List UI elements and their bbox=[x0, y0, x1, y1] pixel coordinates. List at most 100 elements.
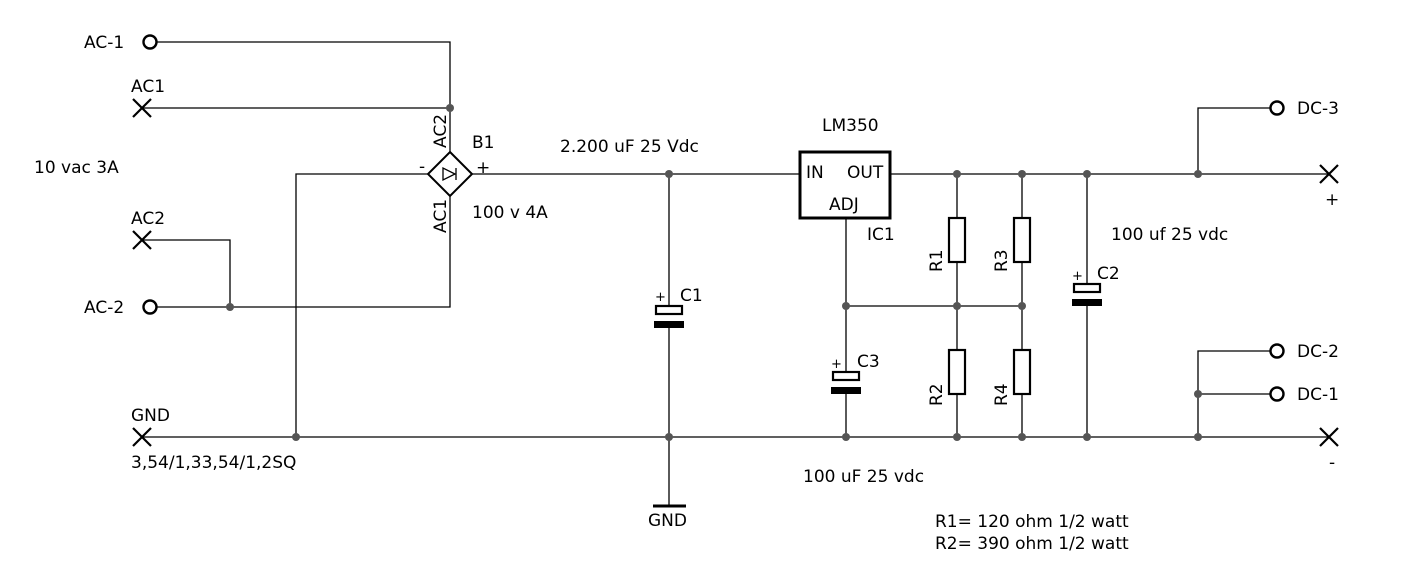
regulator-pin-in: IN bbox=[806, 163, 824, 183]
regulator-ref: IC1 bbox=[867, 225, 895, 245]
capacitor-c1-value: 2.200 uF 25 Vdc bbox=[560, 137, 699, 157]
terminals: AC-1 AC1 AC2 AC-2 GND DC-3 DC-2 DC-1 + - bbox=[84, 33, 1339, 473]
junction bbox=[292, 433, 300, 441]
resistor-r3-body bbox=[1012, 216, 1032, 264]
bridge-pin-ac2: AC2 bbox=[431, 114, 451, 148]
terminal-label-gnd: GND bbox=[131, 406, 170, 426]
terminal-label-ac2: AC2 bbox=[131, 209, 165, 229]
junction bbox=[1083, 170, 1091, 178]
terminal-pin-dc-1[interactable] bbox=[1269, 386, 1285, 402]
capacitor-c2-plate-negative bbox=[1072, 299, 1102, 306]
resistor-r2: R2 bbox=[927, 348, 967, 406]
wire-bridge-minus bbox=[295, 173, 428, 437]
junction bbox=[1194, 433, 1202, 441]
regulator-ic1: LM350 IN OUT ADJ IC1 bbox=[798, 116, 895, 245]
resistor-r2-ref: R2 bbox=[927, 383, 947, 406]
resistor-r3: R3 bbox=[992, 216, 1032, 272]
junction bbox=[1194, 170, 1202, 178]
capacitor-c2-polarity: + bbox=[1072, 269, 1083, 284]
wire-ac-2 bbox=[157, 195, 451, 308]
wire-dc-2 bbox=[1197, 350, 1271, 437]
terminal-label-dc-1: DC-1 bbox=[1297, 385, 1339, 405]
junction bbox=[1018, 170, 1026, 178]
bridge-rating: 100 v 4A bbox=[472, 203, 548, 223]
junction bbox=[1018, 302, 1026, 310]
terminal-label-plus: + bbox=[1325, 190, 1339, 210]
capacitor-c3: + C3 100 uF 25 vdc bbox=[803, 352, 924, 487]
capacitor-c3-polarity: + bbox=[831, 357, 842, 372]
resistor-r1: R1 bbox=[927, 216, 967, 272]
regulator-pin-adj: ADJ bbox=[829, 195, 859, 215]
terminal-pin-ac-2[interactable] bbox=[142, 299, 158, 315]
resistor-r4-ref: R4 bbox=[992, 383, 1012, 406]
terminal-label-ac1: AC1 bbox=[131, 77, 165, 97]
terminal-label-minus: - bbox=[1329, 453, 1335, 473]
junction bbox=[953, 170, 961, 178]
bridge-minus: - bbox=[419, 157, 425, 177]
capacitor-c1-plate-positive bbox=[654, 304, 684, 316]
wires bbox=[142, 41, 1329, 506]
junction bbox=[226, 303, 234, 311]
wire-ac-1 bbox=[157, 41, 451, 108]
ground-symbol: GND bbox=[648, 504, 687, 531]
junction-dots bbox=[226, 104, 1202, 441]
capacitor-c1-ref: C1 bbox=[680, 286, 703, 306]
capacitor-c3-plate-negative bbox=[831, 387, 861, 394]
regulator-body bbox=[798, 150, 892, 220]
resistor-r4: R4 bbox=[992, 348, 1032, 406]
wire-ac1 bbox=[142, 107, 451, 154]
resistor-r1-ref: R1 bbox=[927, 249, 947, 272]
bridge-plus: + bbox=[476, 158, 490, 178]
capacitor-c2-ref: C2 bbox=[1097, 264, 1120, 284]
junction bbox=[842, 302, 850, 310]
ground-label: GND bbox=[648, 511, 687, 531]
terminal-label-ac-1: AC-1 bbox=[84, 33, 124, 53]
junction bbox=[1018, 433, 1026, 441]
resistor-r3-ref: R3 bbox=[992, 249, 1012, 272]
junction bbox=[665, 170, 673, 178]
resistor-r1-body bbox=[947, 216, 967, 264]
junction bbox=[446, 104, 454, 112]
wire-dc-3 bbox=[1197, 107, 1271, 174]
junction bbox=[1194, 390, 1202, 398]
terminal-cross-plus[interactable] bbox=[1319, 164, 1339, 184]
note-r1: R1= 120 ohm 1/2 watt bbox=[935, 512, 1129, 532]
terminal-cross-ac1[interactable] bbox=[132, 98, 152, 118]
capacitor-c2-value: 100 uf 25 vdc bbox=[1111, 225, 1228, 245]
junction bbox=[842, 433, 850, 441]
terminal-cross-gnd[interactable] bbox=[132, 427, 152, 447]
wire-ac2 bbox=[142, 239, 231, 307]
terminal-cross-ac2[interactable] bbox=[132, 230, 152, 250]
junction bbox=[665, 433, 673, 441]
terminal-label-ac-2: AC-2 bbox=[84, 298, 124, 318]
resistor-r4-body bbox=[1012, 348, 1032, 396]
terminal-label-dc-2: DC-2 bbox=[1297, 342, 1339, 362]
capacitor-c3-ref: C3 bbox=[857, 352, 880, 372]
note-r2: R2= 390 ohm 1/2 watt bbox=[935, 534, 1129, 554]
bridge-pin-ac1: AC1 bbox=[431, 199, 451, 233]
regulator-part: LM350 bbox=[822, 116, 879, 136]
junction bbox=[953, 433, 961, 441]
regulator-pin-out: OUT bbox=[847, 163, 884, 183]
terminal-pin-dc-2[interactable] bbox=[1269, 343, 1285, 359]
terminal-label-dc-3: DC-3 bbox=[1297, 99, 1339, 119]
resistor-r2-body bbox=[947, 348, 967, 396]
terminal-pin-ac-1[interactable] bbox=[142, 34, 158, 50]
input-spec-label: 10 vac 3A bbox=[34, 158, 119, 178]
bridge-diamond bbox=[426, 150, 474, 198]
bridge-ref: B1 bbox=[472, 133, 494, 153]
capacitor-c2-plate-positive bbox=[1072, 282, 1102, 294]
capacitor-c1-polarity: + bbox=[655, 290, 666, 305]
terminal-cross-minus[interactable] bbox=[1319, 427, 1339, 447]
terminal-pin-dc-3[interactable] bbox=[1269, 100, 1285, 116]
junction bbox=[1083, 433, 1091, 441]
junction bbox=[953, 302, 961, 310]
capacitor-c2: + C2 100 uf 25 vdc bbox=[1072, 225, 1228, 306]
capacitor-c1-plate-negative bbox=[654, 321, 684, 328]
capacitor-c3-value: 100 uF 25 vdc bbox=[803, 467, 924, 487]
capacitor-c3-plate-positive bbox=[831, 370, 861, 382]
diode-icon bbox=[442, 166, 457, 182]
capacitor-c1: + C1 2.200 uF 25 Vdc bbox=[560, 137, 703, 328]
